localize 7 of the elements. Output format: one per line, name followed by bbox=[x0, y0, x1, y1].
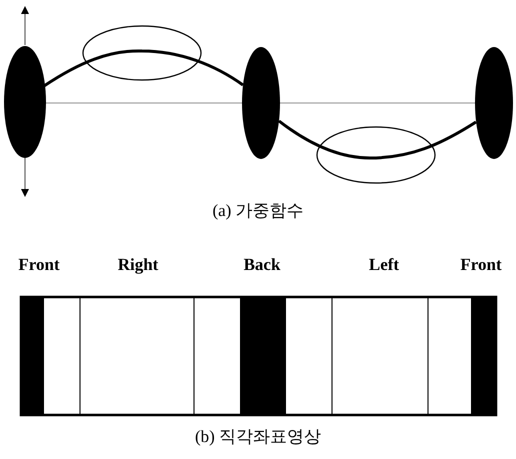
figure-caption: (b) 직각좌표영상 bbox=[194, 428, 322, 445]
direction-label: Front bbox=[460, 256, 502, 273]
direction-label: Right bbox=[118, 256, 158, 273]
direction-label: Left bbox=[368, 256, 400, 273]
figure-caption: (a) 가중함수 bbox=[212, 202, 304, 219]
direction-label: Front bbox=[18, 256, 60, 273]
direction-label: Back bbox=[244, 256, 280, 273]
